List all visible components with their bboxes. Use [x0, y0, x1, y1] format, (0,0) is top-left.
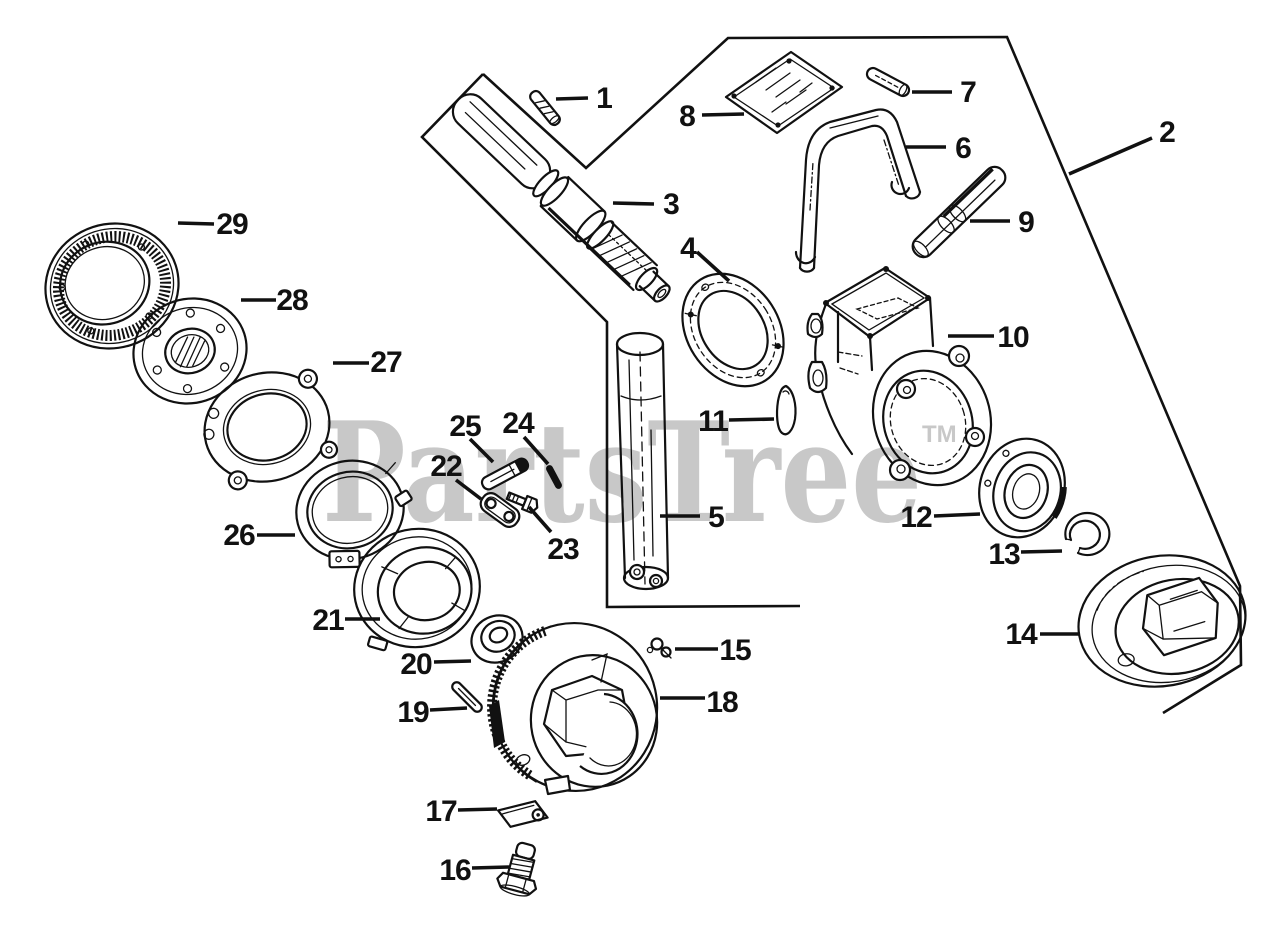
- part-4-flange: [681, 272, 785, 388]
- callout-label-25[interactable]: 25: [449, 410, 482, 443]
- callout-leader-16: [471, 865, 510, 870]
- part-25-pin: [480, 457, 530, 491]
- callout-label-2[interactable]: 2: [1159, 116, 1176, 149]
- callout-leader-22: [454, 478, 483, 501]
- frame-right-wall: [482, 35, 1243, 715]
- callout-label-21[interactable]: 21: [312, 604, 345, 637]
- part-24-pin: [546, 465, 562, 489]
- callout-leader-3: [612, 201, 655, 206]
- callout-leader-13: [1020, 549, 1063, 554]
- callout-leader-25: [468, 437, 495, 464]
- callout-leader-4: [695, 250, 731, 283]
- part-18-clutch-drum: [487, 621, 659, 796]
- callout-leader-19: [429, 706, 468, 712]
- part-22-link: [479, 492, 521, 528]
- callout-label-14[interactable]: 14: [1005, 618, 1039, 651]
- part-29-ring-drum: [44, 222, 180, 350]
- part-6-bracket: [794, 108, 922, 273]
- part-28-hub-plate: [132, 297, 248, 405]
- callout-leader-2: [1068, 136, 1153, 176]
- callout-label-6[interactable]: 6: [955, 132, 972, 165]
- part-23-screw: [505, 491, 539, 514]
- part-13-retaining-ring: [1064, 511, 1111, 557]
- part-26-clamp-ring: [295, 459, 413, 569]
- callout-label-12[interactable]: 12: [900, 501, 933, 534]
- callout-leader-1: [555, 96, 589, 101]
- callout-label-18[interactable]: 18: [706, 686, 739, 719]
- part-19-pin: [451, 681, 483, 713]
- part-3-input-shaft: [451, 93, 671, 303]
- callouts-layer: 1234567891011121314151617181920212223242…: [177, 76, 1176, 887]
- part-15-grease-fitting: [646, 637, 672, 659]
- part-5-tube: [615, 331, 670, 591]
- callout-leader-12: [933, 512, 981, 518]
- part-8-id-plate: [724, 50, 844, 135]
- part-17-key: [497, 800, 549, 828]
- callout-leader-23: [527, 505, 553, 534]
- callout-label-26[interactable]: 26: [223, 519, 256, 552]
- callout-leader-11: [728, 417, 775, 422]
- part-7-pin: [865, 66, 911, 98]
- callout-label-7[interactable]: 7: [960, 76, 977, 109]
- part-11-shim: [775, 384, 797, 436]
- callout-label-29[interactable]: 29: [216, 208, 249, 241]
- part-16-bolt: [496, 841, 538, 897]
- callout-label-10[interactable]: 10: [997, 321, 1030, 354]
- callout-label-15[interactable]: 15: [719, 634, 752, 667]
- callout-label-23[interactable]: 23: [547, 533, 580, 566]
- callout-label-9[interactable]: 9: [1018, 206, 1035, 239]
- callout-label-22[interactable]: 22: [430, 450, 463, 483]
- callout-leader-24: [522, 435, 550, 466]
- callout-label-5[interactable]: 5: [708, 501, 725, 534]
- callout-label-28[interactable]: 28: [276, 284, 309, 317]
- frame-left-wall: [420, 73, 801, 609]
- part-2-frame-outline: [420, 35, 1243, 715]
- callout-leader-17: [457, 807, 498, 812]
- callout-label-13[interactable]: 13: [988, 538, 1021, 571]
- callout-label-20[interactable]: 20: [400, 648, 433, 681]
- callout-label-24[interactable]: 24: [502, 407, 536, 440]
- callout-label-27[interactable]: 27: [370, 346, 403, 379]
- part-10-gear-housing: [806, 266, 993, 487]
- callout-label-8[interactable]: 8: [679, 100, 696, 133]
- callout-leader-29: [177, 221, 215, 226]
- callout-label-1[interactable]: 1: [596, 82, 613, 115]
- callout-label-19[interactable]: 19: [397, 696, 430, 729]
- part-21-bearing-housing: [353, 527, 481, 652]
- callout-label-16[interactable]: 16: [439, 854, 472, 887]
- callout-leader-8: [701, 112, 745, 117]
- callout-label-4[interactable]: 4: [680, 232, 698, 265]
- part-27-retainer-plate: [203, 368, 339, 491]
- part-1-pin: [529, 89, 561, 127]
- callout-label-11[interactable]: 11: [698, 405, 729, 438]
- part-14-clutch-hub: [1077, 554, 1247, 688]
- part-9-pin: [911, 165, 1007, 259]
- callout-leader-20: [433, 659, 472, 664]
- callout-label-3[interactable]: 3: [663, 188, 680, 221]
- watermark-tm: TM: [922, 421, 957, 448]
- callout-label-17[interactable]: 17: [425, 795, 458, 828]
- part-12-bearing: [978, 437, 1067, 539]
